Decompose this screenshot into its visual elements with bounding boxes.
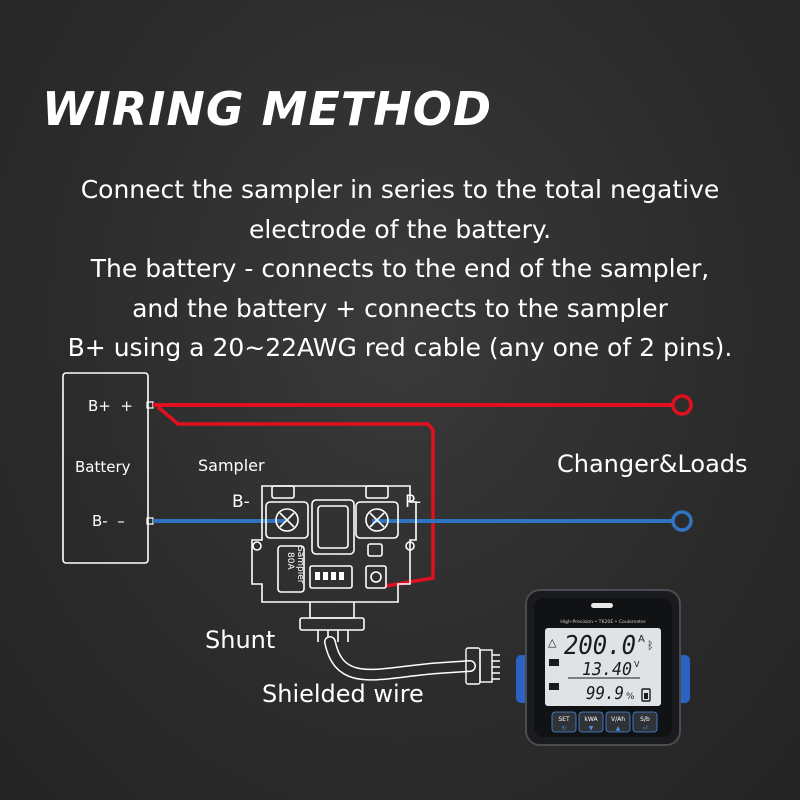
sampler-pins: [315, 572, 344, 580]
svg-text:↻: ↻: [561, 725, 566, 732]
meter-voltage-value: 13.40: [582, 659, 632, 680]
instruction-line: Connect the sampler in series to the tot…: [80, 175, 720, 204]
meter-set-button[interactable]: [551, 711, 577, 733]
meter-current-unit: A: [638, 634, 645, 645]
meter-kwa-button[interactable]: [578, 711, 604, 733]
meter-vah-button[interactable]: [605, 711, 631, 733]
page-title: WIRING METHOD: [42, 82, 493, 136]
instruction-line: and the battery + connects to the sample…: [132, 293, 668, 323]
meter-percent-value: 99.9: [586, 683, 624, 704]
instruction-line: The battery - connects to the end of the…: [90, 254, 710, 283]
svg-text:⏎: ⏎: [642, 725, 647, 732]
svg-text:▲: ▲: [616, 725, 621, 732]
loads-positive-terminal: [671, 394, 693, 416]
shunt-label: Shunt: [205, 626, 275, 654]
loads-label: Changer&Loads: [557, 450, 748, 478]
sampler-device: [251, 485, 417, 642]
instruction-line: electrode of the battery.: [248, 214, 552, 244]
positive-sense-wire: [156, 405, 435, 588]
meter-sb-button[interactable]: [632, 711, 658, 733]
meter-triangle-icon: △: [548, 636, 557, 649]
wire-plug: [465, 647, 500, 685]
meter-brand-line: High-Precision • TK20E • Coulometer: [560, 619, 645, 625]
instruction-line: B+ using a 20~22AWG red cable (any one o…: [67, 333, 733, 362]
battery-neg-terminal-label: B- –: [92, 512, 125, 530]
bluetooth-icon: ᛒ: [647, 639, 654, 652]
sampler-label: Sampler: [198, 456, 265, 475]
shielded-wire-core: [325, 637, 475, 680]
shielded-wire-label: Shielded wire: [262, 680, 424, 708]
meter-current-value: 200.0: [564, 631, 636, 661]
meter-button-label: S/b: [640, 716, 650, 723]
meter-percent-unit: %: [626, 692, 635, 702]
battery-label: Battery: [75, 458, 131, 476]
loads-negative-terminal: [671, 510, 693, 532]
meter-button-label: kWA: [584, 716, 598, 723]
meter-button-label: SET: [558, 716, 570, 723]
sampler-b-minus-label: B-: [232, 492, 250, 512]
meter-buttons: SET kWA V/Ah S/b ↻ ▼ ▲ ⏎: [551, 711, 658, 733]
coulometer-device: High-Precision • TK20E • Coulometer △ 20…: [516, 589, 690, 746]
sampler-model-text: 80A Sampler: [285, 546, 305, 584]
battery-pos-terminal-label: B+ +: [88, 397, 133, 415]
battery-level-icon: [641, 688, 651, 702]
meter-voltage-unit: V: [634, 660, 640, 669]
battery-box: [62, 372, 149, 564]
meter-button-label: V/Ah: [611, 716, 625, 723]
svg-text:▼: ▼: [589, 725, 594, 732]
instructions-text: Connect the sampler in series to the tot…: [20, 170, 780, 368]
